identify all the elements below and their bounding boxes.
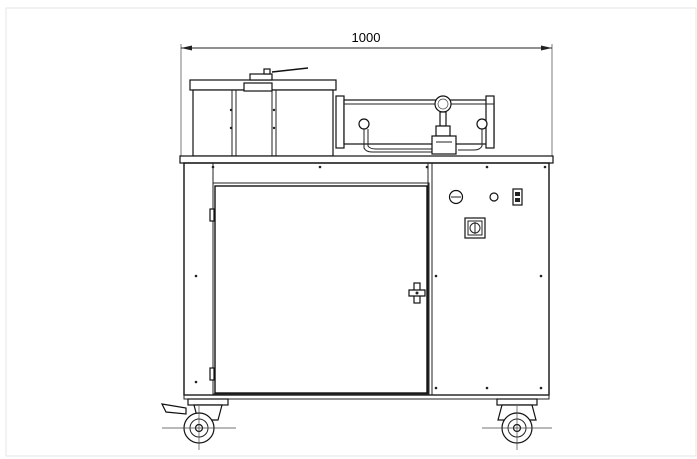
width-dimension-label: 1000 — [352, 30, 381, 45]
control-panel — [448, 188, 523, 239]
push-button-icon — [489, 192, 499, 202]
cabinet-door — [209, 182, 430, 395]
drawing-frame — [5, 7, 697, 457]
width-dimension: 1000 — [180, 30, 553, 160]
door-handle — [408, 282, 426, 304]
left-caster-wheel — [160, 398, 236, 450]
main-switch-icon — [464, 217, 486, 239]
switch-icon — [512, 188, 523, 206]
brake-pedal — [160, 403, 187, 415]
oil-tank — [189, 67, 337, 157]
right-caster-wheel — [482, 398, 552, 450]
filter-unit — [335, 95, 495, 155]
top-plate — [179, 155, 554, 164]
panel-rivets — [194, 274, 543, 390]
